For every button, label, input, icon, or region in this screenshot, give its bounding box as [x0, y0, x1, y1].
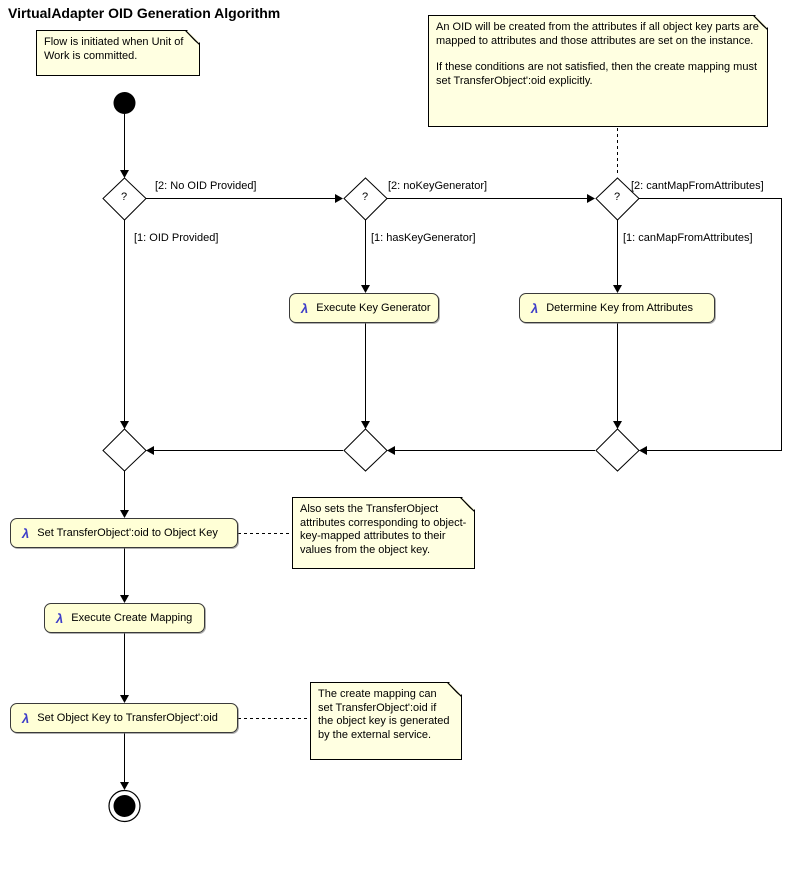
- arrowhead-into-merge1-right: [146, 446, 154, 455]
- final-node: [113, 795, 136, 817]
- action-label: Execute Create Mapping: [71, 612, 193, 624]
- arrowhead-into-merge3-top: [613, 421, 622, 429]
- note-create-mapping-can-set-oid: The create mapping can set TransferObjec…: [310, 682, 462, 760]
- note-also-sets-attributes: Also sets the TransferObject attributes …: [292, 497, 475, 569]
- decision2-question-mark: ?: [361, 191, 369, 203]
- note-flow-initiated: Flow is initiated when Unit of Work is c…: [36, 30, 200, 76]
- lambda-icon: λ: [301, 300, 309, 316]
- lambda-icon: λ: [22, 525, 30, 541]
- action-execute-key-generator: λ Execute Key Generator: [289, 293, 439, 323]
- arrowhead-into-merge1-top: [120, 421, 129, 429]
- action-label: Set TransferObject':oid to Object Key: [37, 527, 218, 539]
- note-text: Flow is initiated when Unit of Work is c…: [44, 36, 184, 62]
- guard-no-key-generator: [2: noKeyGenerator]: [388, 180, 488, 192]
- arrowhead-into-decision2: [335, 194, 343, 203]
- lambda-icon: λ: [531, 300, 539, 316]
- note-dogear-icon: [460, 497, 475, 512]
- action-execute-create-mapping: λ Execute Create Mapping: [44, 603, 205, 633]
- guard-no-oid-provided: [2: No OID Provided]: [155, 180, 257, 192]
- note-text: Also sets the TransferObject attributes …: [300, 503, 467, 556]
- note-text-paragraph2: If these conditions are not satisfied, t…: [436, 61, 758, 87]
- arrowhead-into-merge2-right: [387, 446, 395, 455]
- initial-node: [113, 92, 136, 114]
- action-label: Execute Key Generator: [316, 302, 431, 314]
- merge1: [102, 428, 147, 472]
- note-dogear-icon: [753, 15, 768, 30]
- action-determine-key-from-attributes: λ Determine Key from Attributes: [519, 293, 715, 323]
- diagram-title: VirtualAdapter OID Generation Algorithm: [8, 5, 281, 21]
- note-oid-creation-conditions: An OID will be created from the attribut…: [428, 15, 768, 127]
- arrowhead-into-action-execute-key-generator: [361, 285, 370, 293]
- arrowhead-into-action-determine-key: [613, 285, 622, 293]
- note-text-paragraph1: An OID will be created from the attribut…: [436, 21, 759, 47]
- note-dogear-icon: [447, 682, 462, 697]
- lambda-icon: λ: [56, 610, 64, 626]
- arrowhead-into-final-node: [120, 782, 129, 790]
- decision3-question-mark: ?: [613, 191, 621, 203]
- arrowhead-into-decision1: [120, 170, 129, 178]
- final-node-ring: [108, 789, 141, 823]
- decision1-question-mark: ?: [120, 191, 128, 203]
- action-label: Set Object Key to TransferObject':oid: [37, 712, 218, 724]
- note-text: The create mapping can set TransferObjec…: [318, 688, 450, 741]
- note-dogear-icon: [185, 30, 200, 45]
- merge2: [343, 428, 388, 472]
- guard-cant-map-from-attributes: [2: cantMapFromAttributes]: [631, 180, 764, 192]
- arrowhead-into-decision3: [587, 194, 595, 203]
- arrowhead-into-action-create-mapping: [120, 595, 129, 603]
- guard-has-key-generator: [1: hasKeyGenerator]: [371, 232, 476, 244]
- guard-oid-provided: [1: OID Provided]: [134, 232, 219, 244]
- action-set-oid-to-object-key: λ Set TransferObject':oid to Object Key: [10, 518, 238, 548]
- action-set-object-key-to-oid: λ Set Object Key to TransferObject':oid: [10, 703, 238, 733]
- arrowhead-into-merge2-top: [361, 421, 370, 429]
- arrowhead-into-action-set-oid: [120, 510, 129, 518]
- merge3: [595, 428, 640, 472]
- lambda-icon: λ: [22, 710, 30, 726]
- guard-can-map-from-attributes: [1: canMapFromAttributes]: [623, 232, 753, 244]
- action-label: Determine Key from Attributes: [546, 302, 693, 314]
- arrowhead-into-merge3-right: [639, 446, 647, 455]
- arrowhead-into-action-set-object-key: [120, 695, 129, 703]
